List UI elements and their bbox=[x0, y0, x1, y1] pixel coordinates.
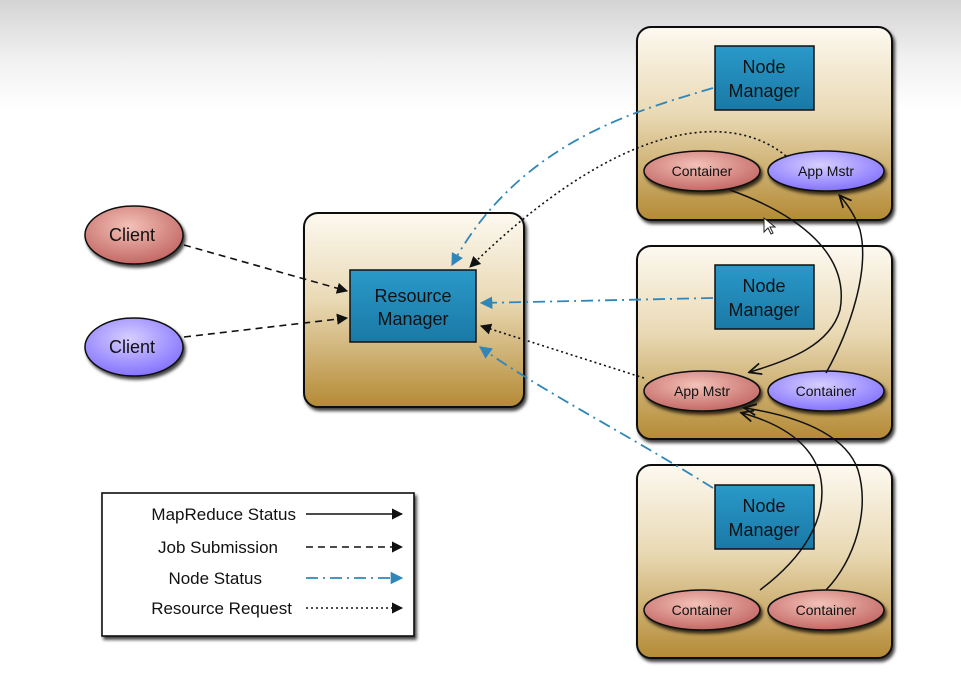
resource-manager-box: Resource Manager bbox=[303, 212, 525, 408]
node-3-right-oval-label: Container bbox=[796, 602, 857, 618]
node-manager-2-label-1: Node bbox=[742, 276, 785, 296]
client-oval bbox=[84, 205, 184, 265]
legend-item-node-status: Node Status bbox=[168, 569, 404, 588]
app-master-oval bbox=[767, 150, 885, 192]
node-1-left-oval-label: Container bbox=[672, 163, 733, 179]
node-manager-3-label-1: Node bbox=[742, 496, 785, 516]
mapreduce-status-arrow-2 bbox=[825, 196, 864, 374]
resource-request-arrow-2 bbox=[479, 323, 645, 379]
node-box-2: Node Manager App Mstr Container bbox=[636, 245, 893, 440]
node-box-1: Node Manager Container App Mstr bbox=[636, 26, 893, 221]
client-oval bbox=[84, 317, 184, 377]
node-3-left-oval-label: Container bbox=[672, 602, 733, 618]
container-oval bbox=[643, 589, 761, 631]
node-manager-1 bbox=[714, 45, 815, 111]
node-manager-1-label-1: Node bbox=[742, 57, 785, 77]
node-manager-3-label-2: Manager bbox=[728, 520, 799, 540]
legend-label: MapReduce Status bbox=[151, 505, 296, 524]
legend-item-job-submission: Job Submission bbox=[158, 538, 404, 557]
client-2-label: Client bbox=[109, 337, 155, 357]
client-2: Client bbox=[84, 317, 184, 377]
node-status-arrow-3 bbox=[478, 346, 714, 489]
node-1-right-oval-label: App Mstr bbox=[798, 163, 854, 179]
legend-item-mapreduce-status: MapReduce Status bbox=[151, 505, 404, 524]
app-master-oval bbox=[643, 370, 761, 412]
node-box-3: Node Manager Container Container bbox=[636, 464, 893, 659]
node-2-left-oval-label: App Mstr bbox=[674, 383, 730, 399]
resource-request-arrow-1 bbox=[469, 130, 787, 268]
legend-label: Node Status bbox=[168, 569, 262, 588]
node-manager-3 bbox=[714, 484, 815, 550]
node-status-arrow-1 bbox=[451, 87, 714, 267]
resource-manager bbox=[349, 269, 477, 343]
node-2-right-oval-label: Container bbox=[796, 383, 857, 399]
resource-manager-label-2: Manager bbox=[377, 309, 448, 329]
legend-label: Resource Request bbox=[151, 599, 292, 618]
mouse-pointer-icon bbox=[763, 216, 777, 235]
mapreduce-status-arrow-3 bbox=[742, 413, 823, 591]
node-status-arrow-2 bbox=[479, 296, 714, 310]
node-manager-1-label-2: Manager bbox=[728, 81, 799, 101]
client-1-label: Client bbox=[109, 225, 155, 245]
mapreduce-status-arrow-1 bbox=[729, 189, 842, 372]
container-oval bbox=[767, 370, 885, 412]
legend-box bbox=[101, 492, 415, 637]
client-1: Client bbox=[84, 205, 184, 265]
mapreduce-status-arrow-4 bbox=[745, 408, 863, 591]
legend-item-resource-request: Resource Request bbox=[151, 599, 404, 618]
job-submission-arrow-1 bbox=[183, 244, 349, 294]
legend: MapReduce Status Job Submission Node Sta… bbox=[101, 492, 415, 637]
node-manager-2-label-2: Manager bbox=[728, 300, 799, 320]
legend-label: Job Submission bbox=[158, 538, 278, 557]
resource-manager-label-1: Resource bbox=[374, 286, 451, 306]
container-oval bbox=[643, 150, 761, 192]
node-manager-2 bbox=[714, 264, 815, 330]
job-submission-arrow-2 bbox=[183, 313, 349, 338]
